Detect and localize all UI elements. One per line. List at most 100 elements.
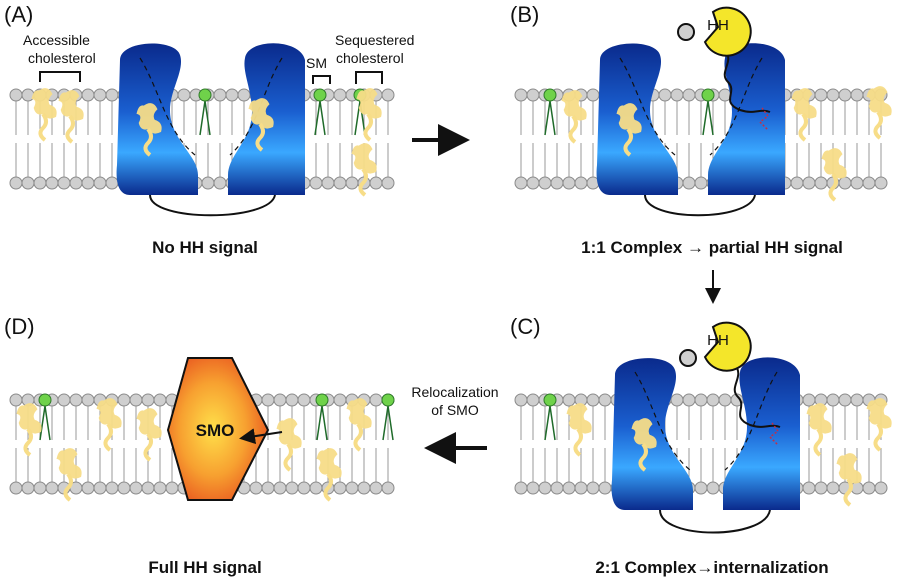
panel-a-caption: No HH signal [152,238,258,257]
cholesterol-ring [276,418,302,449]
lipid-head [562,481,576,495]
lipid-head [9,88,23,102]
lipid-head [105,88,119,102]
lipid-head [261,393,275,407]
lipid-head [45,481,59,495]
hh-label-c: HH [707,332,729,349]
cholesterol-tail [283,442,293,472]
sphingomyelin-tail [39,405,51,441]
lipid-head [249,481,263,495]
lipid-head [141,393,155,407]
panel-b-caption: 1:1 Complex → partial HH signal [581,238,843,257]
lipid-head [814,88,828,102]
panel-b-label: (B) [510,2,539,27]
cholesterol-in-ptch-right [248,98,274,152]
lipid-head [261,481,275,495]
cholesterol-tail [63,472,73,502]
cholesterol-tail [798,112,808,142]
sphingomyelin-tail [544,100,556,136]
lipid-head [309,481,323,495]
lipid-head [333,88,347,102]
lipid-head [862,176,876,190]
cholesterol-ring [136,103,162,134]
lipid-head [574,176,588,190]
lipid-head [586,393,600,407]
lipid-head [105,481,119,495]
sequestered-cholesterol-bracket [355,71,383,84]
lipid-head [357,481,371,495]
lipid-head [682,176,696,190]
lipid-head [33,481,47,495]
lipid-head [333,176,347,190]
cholesterol-tail [353,422,363,452]
panel-a-label: (A) [4,2,33,27]
cholesterol-ring [866,86,892,117]
cholesterol-ring [356,88,382,119]
lipid-head [81,481,95,495]
ptch-c-right [723,357,800,510]
lipid-head [57,393,71,407]
sphingomyelin-head [313,88,327,102]
lipid-head [213,176,227,190]
cholesterol-ring [806,403,832,434]
panel-c-caption: 2:1 Complex→internalization [595,558,828,577]
lipid-head [802,176,816,190]
calcium-ion-b [677,23,695,41]
sphingomyelin-head [701,88,715,102]
cholesterol-tail [103,422,113,452]
cholesterol-ring [566,403,592,434]
membrane-c [514,393,892,507]
lipid-head [790,176,804,190]
lipid-head [850,393,864,407]
panel-b: (B) HH 1:1 Complex → partial HH signal [510,2,892,257]
panel-a: (A) Accessible cholesterol SM Sequestere… [4,2,414,257]
lipid-head [177,88,191,102]
lipid-head [273,393,287,407]
membrane-b [514,86,892,202]
cholesterol-ring [561,90,587,121]
lipid-head [369,481,383,495]
lipid-head [826,393,840,407]
lipid-head [381,176,395,190]
cholesterol-tail [255,122,265,152]
lipid-head [694,176,708,190]
lipid-head [237,88,251,102]
membrane-a [9,88,395,197]
lipid-head [297,481,311,495]
ptch-b-right [708,43,785,196]
sphingomyelin-tail [199,100,211,136]
cholesterol-tail [38,112,48,142]
lipid-head [309,176,323,190]
relocalization-label-line2: of SMO [431,402,479,418]
lipid-head [9,393,23,407]
lipid-head [57,176,71,190]
relocalization-label-line1: Relocalization [411,384,498,400]
lipid-head [105,176,119,190]
lipid-head [598,393,612,407]
lipid-head [129,393,143,407]
lipid-head [574,481,588,495]
cholesterol-tail [573,427,583,457]
ptch-b-dimer-linker [644,194,756,217]
hh-ligand-b: HH [677,6,752,57]
panel-c-label: (C) [510,314,541,339]
cholesterol-ring [836,453,862,484]
sequestered-cholesterol-label-line2: cholesterol [336,50,404,66]
lipid-head [33,176,47,190]
cholesterol-ring [616,103,642,134]
lipid-head [333,481,347,495]
sphingomyelin-tail [382,405,394,441]
lipid-head [802,393,816,407]
lipid-head [381,88,395,102]
lipid-head [273,481,287,495]
cholesterol-tail [623,127,633,157]
cholesterol-ring [316,448,342,479]
ptch-c-left [611,358,693,510]
lipid-head [514,176,528,190]
lipid-head [213,88,227,102]
accessible-cholesterol-label-line2: cholesterol [28,50,96,66]
cholesterol-ring [351,143,377,174]
lipid-head [682,88,696,102]
cholesterol-tail [638,442,648,472]
